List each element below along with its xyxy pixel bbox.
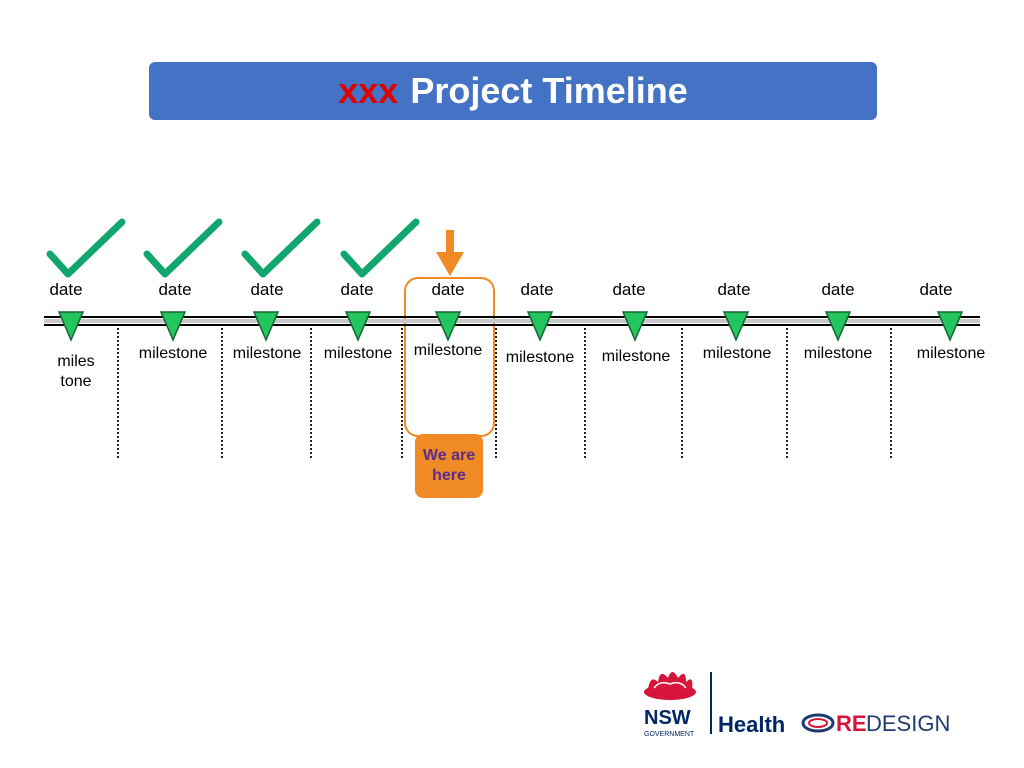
milestone-label: milestone xyxy=(323,345,393,362)
title-accent: xxx xyxy=(338,70,399,111)
milestone-marker xyxy=(722,311,750,342)
milestone-marker xyxy=(252,311,280,342)
date-label: date xyxy=(340,280,374,299)
milestone-label: milestone xyxy=(916,345,986,362)
milestone-label: milestone xyxy=(803,345,873,362)
logo-org: NSW xyxy=(644,707,691,729)
milestone-label: milestone xyxy=(702,345,772,362)
period-divider xyxy=(401,328,403,458)
milestone-marker xyxy=(159,311,187,342)
milestone-label: milestone xyxy=(232,345,302,362)
milestone-marker xyxy=(621,311,649,342)
page-title: Project Timeline xyxy=(410,70,688,111)
we-are-here-label: We are here xyxy=(422,447,476,484)
milestone-marker xyxy=(57,311,85,342)
logo-program-bold: RE xyxy=(836,711,867,736)
milestone-marker xyxy=(434,311,462,342)
logo-brand: Health xyxy=(718,712,785,737)
title-banner: xxx Project Timeline xyxy=(149,62,877,120)
date-label: date xyxy=(431,280,465,299)
logo-program: DESIGN xyxy=(866,711,950,736)
check-icon xyxy=(143,218,223,278)
date-label: date xyxy=(520,280,554,299)
period-divider xyxy=(221,328,223,458)
date-label: date xyxy=(49,280,83,299)
check-icon xyxy=(241,218,321,278)
date-label: date xyxy=(612,280,646,299)
period-divider xyxy=(890,328,892,458)
date-label: date xyxy=(821,280,855,299)
period-divider xyxy=(495,328,497,458)
period-divider xyxy=(117,328,119,458)
milestone-marker xyxy=(526,311,554,342)
period-divider xyxy=(310,328,312,458)
logo-org-sub: GOVERNMENT xyxy=(644,731,695,738)
period-divider xyxy=(584,328,586,458)
waratah-icon xyxy=(644,672,696,700)
check-icon xyxy=(46,218,126,278)
timeline-rail xyxy=(44,316,980,318)
timeline-rail xyxy=(44,324,980,326)
date-label: date xyxy=(158,280,192,299)
milestone-label: milestone xyxy=(601,348,671,365)
date-label: date xyxy=(919,280,953,299)
check-icon xyxy=(340,218,420,278)
we-are-here-badge: We are here xyxy=(415,434,483,498)
milestone-marker xyxy=(936,311,964,342)
down-arrow-icon xyxy=(436,230,464,276)
milestone-label: milestone xyxy=(413,342,483,359)
milestone-label: milestone xyxy=(505,349,575,366)
period-divider xyxy=(681,328,683,458)
milestone-label: milestone xyxy=(138,345,208,362)
redesign-swoosh-icon xyxy=(801,713,835,733)
timeline-rail xyxy=(44,319,980,323)
date-label: date xyxy=(717,280,751,299)
date-label: date xyxy=(250,280,284,299)
milestone-marker xyxy=(344,311,372,342)
nsw-health-redesign-logo: NSW GOVERNMENT Health RE DESIGN xyxy=(644,672,950,738)
period-divider xyxy=(786,328,788,458)
milestone-label: miles tone xyxy=(57,353,95,390)
milestone-marker xyxy=(824,311,852,342)
